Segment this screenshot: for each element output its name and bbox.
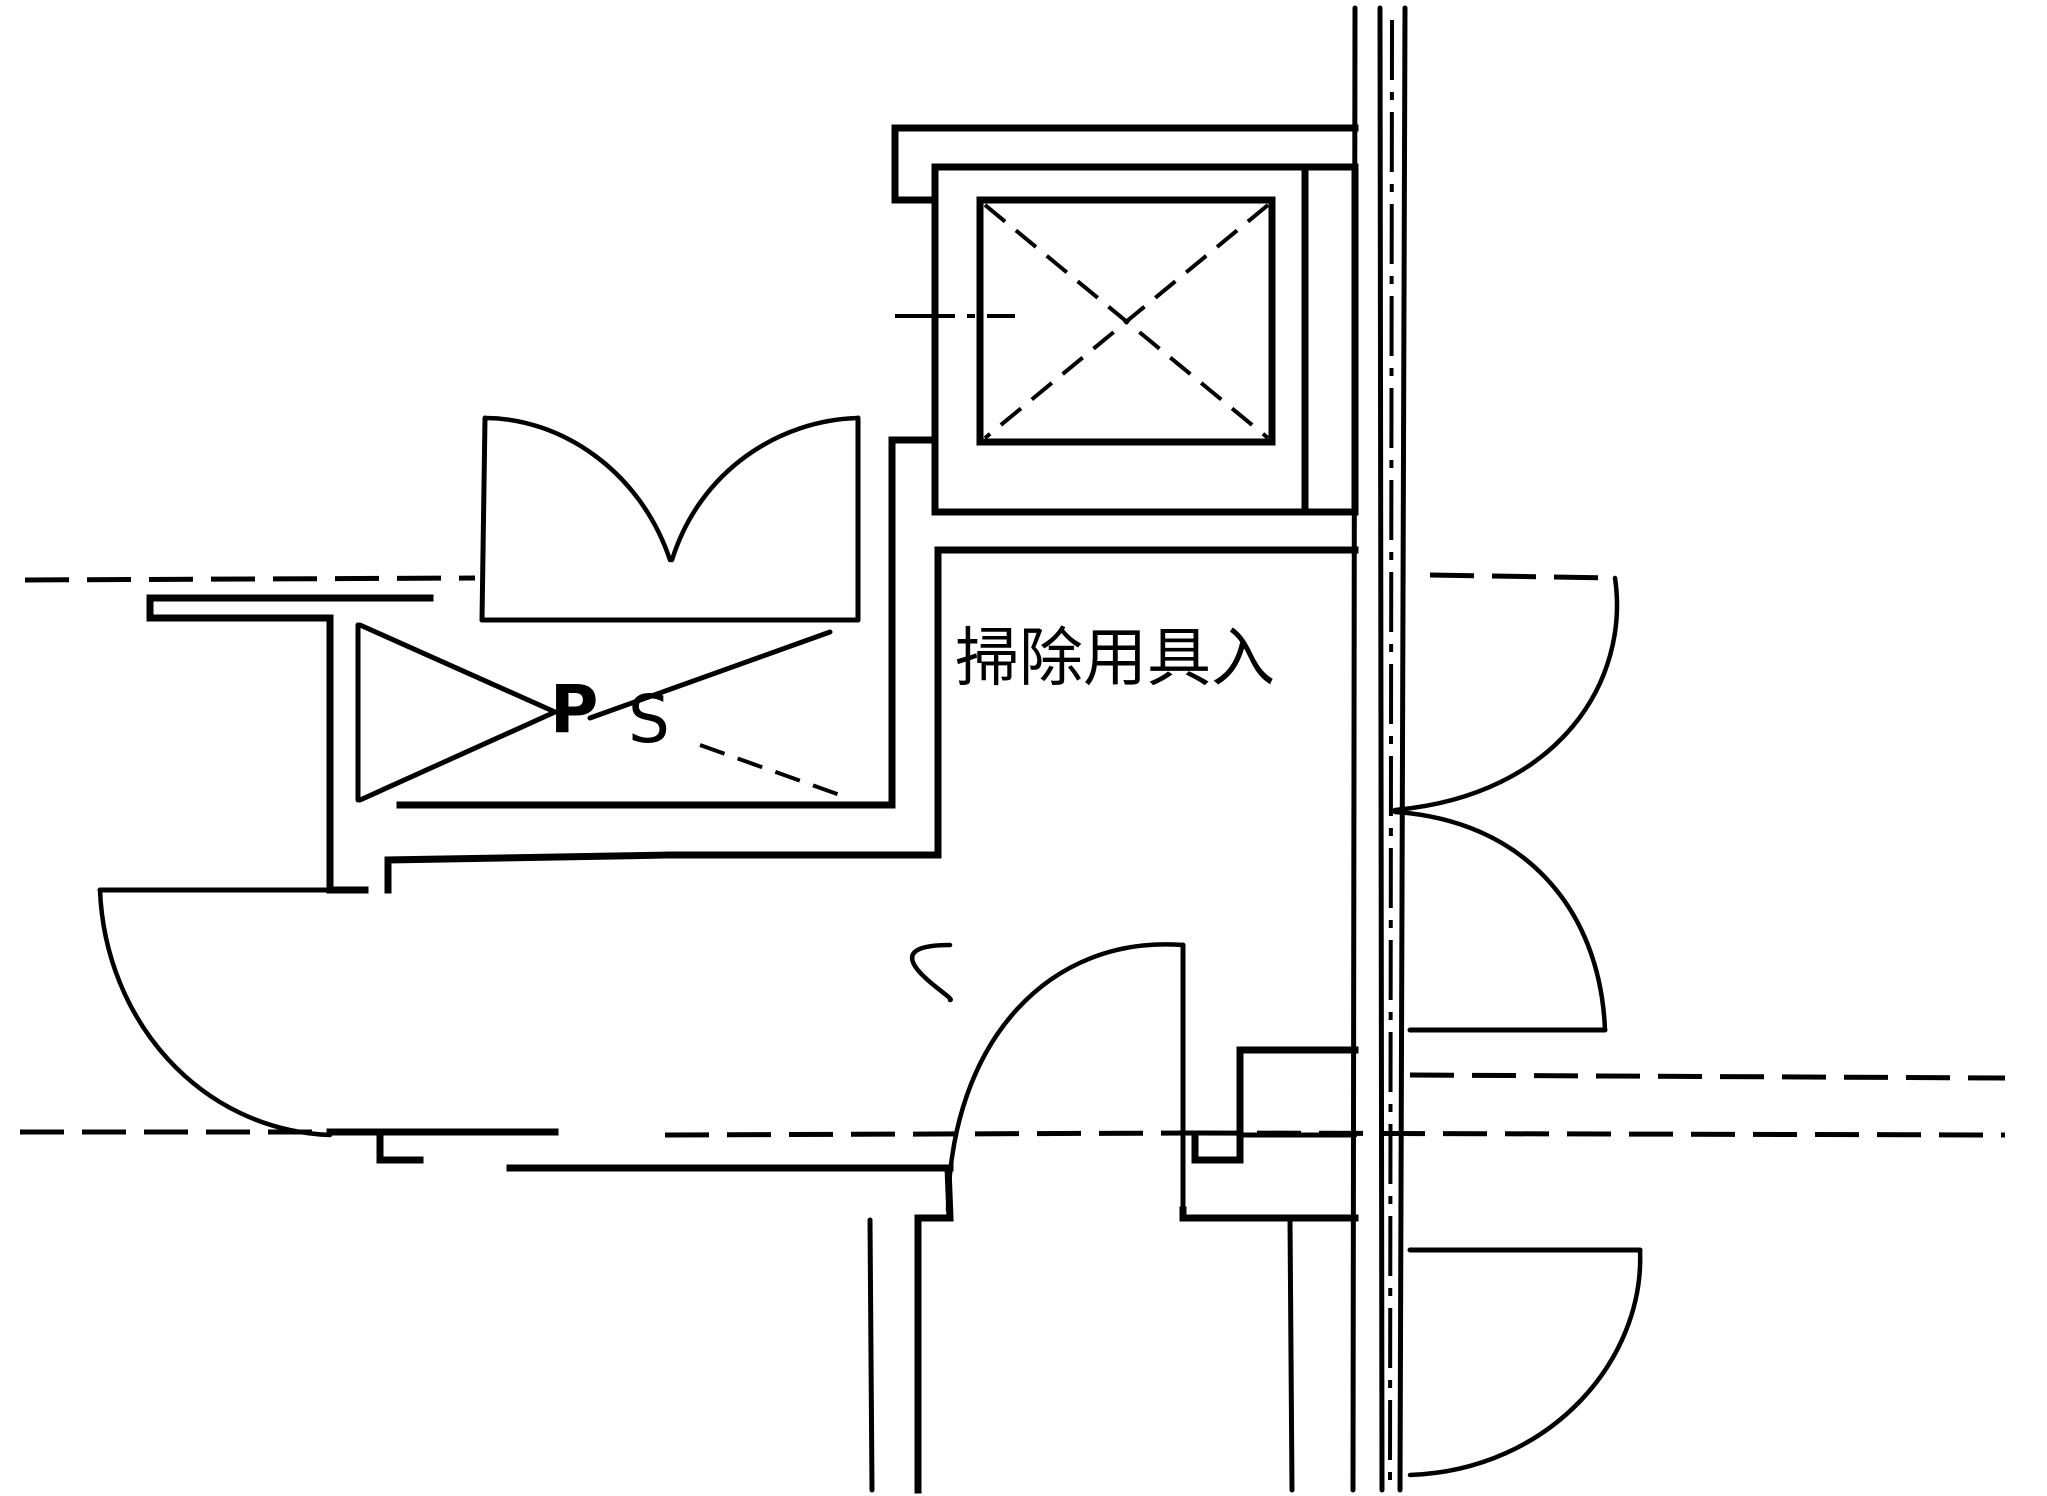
right-vertical-wall [1350,5,1408,1493]
center-door-swing [867,942,1359,1494]
ps-door-swing [479,415,861,623]
elevator-shaft [888,124,1359,809]
pipe-shaft-label-s: S [628,681,670,758]
lower-corridor-dashed-lines [20,1072,2006,1172]
upper-left-corridor-line [24,575,476,583]
cleaning-closet-walls [396,546,1359,859]
pipe-shaft [146,594,841,894]
right-wall-recess [1191,1046,1359,1164]
cleaning-closet-label: 掃除用具入 [955,622,1275,696]
pipe-shaft-label-p: P [550,671,598,748]
lower-left-door-swing [97,887,333,1138]
right-door-swings [1392,572,1643,1478]
